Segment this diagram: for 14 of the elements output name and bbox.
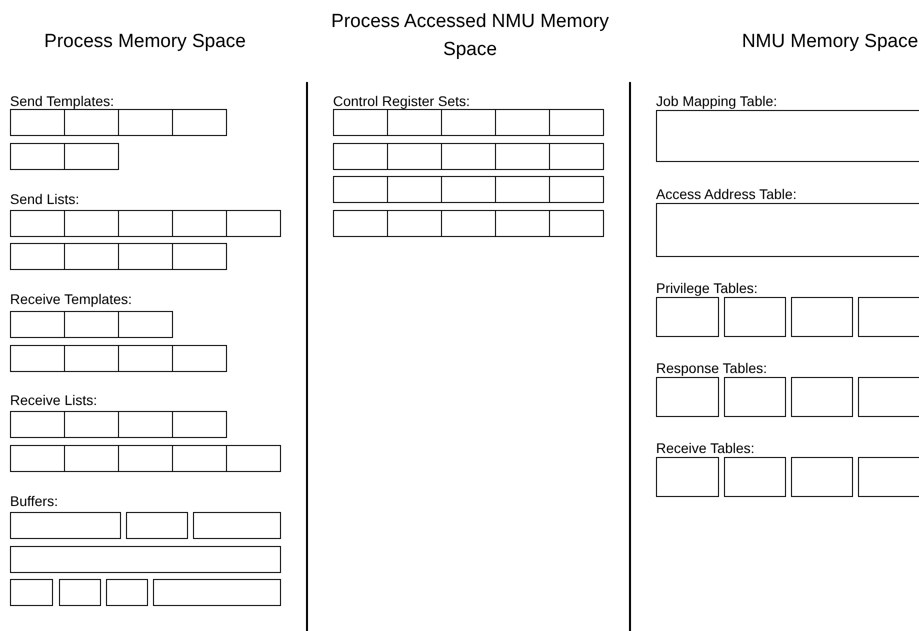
section-label: Receive Tables:: [656, 439, 755, 457]
section-label: Privilege Tables:: [656, 279, 758, 297]
section-label: Response Tables:: [656, 359, 768, 377]
section-label: Access Address Table:: [656, 185, 797, 203]
section-label: Send Templates:: [10, 92, 114, 110]
section-label: Receive Lists:: [10, 391, 98, 409]
column-heading: NMU Memory Space: [740, 30, 919, 54]
section-label: Job Mapping Table:: [656, 92, 778, 110]
section-label: Send Lists:: [10, 190, 80, 208]
section-label: Buffers:: [10, 492, 58, 510]
column-heading: Process Memory Space: [43, 30, 247, 54]
column-heading: Process Accessed NMU Memory Space: [330, 10, 610, 62]
section-label: Receive Templates:: [10, 290, 132, 308]
section-label: Control Register Sets:: [333, 92, 470, 110]
